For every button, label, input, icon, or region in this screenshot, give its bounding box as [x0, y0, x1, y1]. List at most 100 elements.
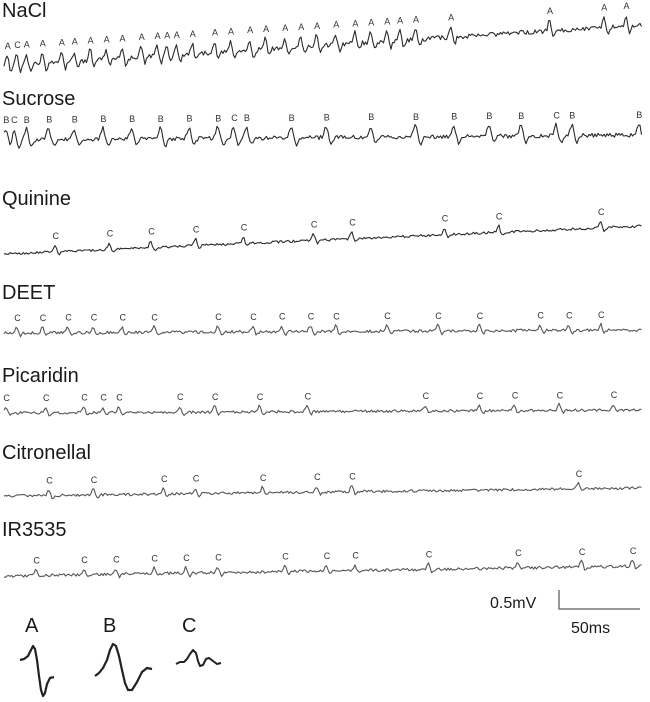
spike-marker: C	[161, 474, 168, 484]
waveform-legend: A B C	[19, 615, 222, 698]
spike-marker: A	[228, 26, 234, 36]
spike-marker: C	[333, 311, 340, 321]
spike-marker: C	[576, 469, 583, 479]
spike-marker: C	[215, 312, 222, 322]
spike-marker: A	[263, 24, 269, 34]
trace-label-citronellal: Citronellal	[2, 442, 91, 464]
spike-marker: C	[630, 546, 637, 556]
spike-marker: C	[193, 474, 200, 484]
spike-marker: C	[107, 228, 114, 238]
spike-marker: C	[33, 556, 40, 566]
spike-marker: C	[598, 207, 605, 217]
spike-marker: B	[289, 113, 295, 123]
spike-marker: C	[53, 231, 60, 241]
spike-marker: C	[151, 312, 158, 322]
spike-marker: B	[100, 114, 106, 124]
waveform-c-trace	[175, 649, 222, 667]
spike-marker: A	[72, 37, 78, 47]
spike-marker: C	[212, 392, 219, 402]
trace-label-nacl: NaCl	[2, 0, 46, 22]
spike-marker: C	[349, 218, 356, 228]
spike-marker: C	[557, 390, 564, 400]
spike-marker: C	[311, 219, 318, 229]
spike-marker: B	[636, 110, 642, 120]
spike-marker: B	[569, 111, 575, 121]
spike-marker: A	[5, 41, 11, 51]
spike-marker: C	[512, 391, 519, 401]
spike-marker: C	[611, 390, 618, 400]
spike-marker: B	[368, 112, 374, 122]
waveform-b-trace	[94, 642, 153, 692]
scale-bar: 0.5mV 50ms	[490, 590, 640, 637]
spike-marker: A	[333, 20, 339, 30]
spike-marker: C	[537, 311, 544, 321]
spike-marker: C	[257, 392, 264, 402]
spike-marker: B	[413, 112, 419, 122]
spike-marker: C	[40, 313, 47, 323]
spike-marker: C	[384, 311, 391, 321]
spike-marker: C	[435, 311, 442, 321]
spike-marker: C	[423, 391, 430, 401]
spike-marker: C	[352, 551, 359, 561]
spike-marker: A	[164, 31, 170, 41]
spike-marker: A	[88, 36, 94, 46]
waveform-c: C	[175, 615, 222, 667]
spike-marker: C	[566, 310, 573, 320]
spike-marker: A	[190, 29, 196, 39]
spike-marker: A	[397, 16, 403, 26]
spike-marker: C	[477, 391, 484, 401]
spike-marker: A	[104, 34, 110, 44]
waveform-a-trace	[19, 644, 55, 698]
spike-marker: C	[598, 310, 605, 320]
spike-marker: B	[518, 111, 524, 121]
spike-marker: C	[308, 312, 315, 322]
spike-marker: C	[91, 313, 98, 323]
spike-marker: A	[120, 33, 126, 43]
spike-marker: A	[298, 22, 304, 32]
scale-bar-lines	[558, 590, 640, 610]
spike-marker: C	[349, 472, 356, 482]
spike-marker: C	[553, 111, 560, 121]
spike-marker: C	[282, 552, 289, 562]
spike-marker: A	[448, 12, 454, 22]
spike-marker: C	[113, 554, 120, 564]
trace-line-citronellal	[3, 481, 642, 500]
spike-marker: C	[46, 475, 53, 485]
spike-marker: A	[24, 40, 30, 50]
spike-marker: C	[177, 392, 184, 402]
spike-marker: C	[14, 40, 21, 50]
waveform-b: B	[94, 615, 153, 692]
trace-line-nacl	[3, 16, 642, 74]
spike-marker: C	[151, 554, 158, 564]
scale-bar-time-label: 50ms	[571, 620, 610, 637]
spike-marker: C	[250, 312, 257, 322]
trace-line-quinine	[3, 221, 642, 256]
waveform-a-label: A	[25, 615, 39, 637]
trace-label-quinine: Quinine	[2, 188, 71, 210]
spike-marker: A	[247, 25, 253, 35]
spike-marker: C	[81, 393, 88, 403]
spike-marker: C	[43, 393, 50, 403]
spike-marker: C	[496, 211, 503, 221]
spike-marker: A	[547, 6, 553, 16]
spike-marker: A	[352, 19, 358, 29]
spike-marker: A	[314, 21, 320, 31]
spike-marker: A	[282, 23, 288, 33]
spike-marker: C	[260, 473, 267, 483]
spike-marker: B	[324, 113, 330, 123]
waveform-b-label: B	[103, 615, 116, 637]
spike-marker: C	[183, 553, 190, 563]
trace-line-ir3535	[3, 559, 642, 579]
spike-marker: A	[212, 28, 218, 38]
spike-marker: C	[11, 115, 18, 125]
spike-marker: A	[368, 17, 374, 27]
spike-marker: C	[193, 225, 200, 235]
